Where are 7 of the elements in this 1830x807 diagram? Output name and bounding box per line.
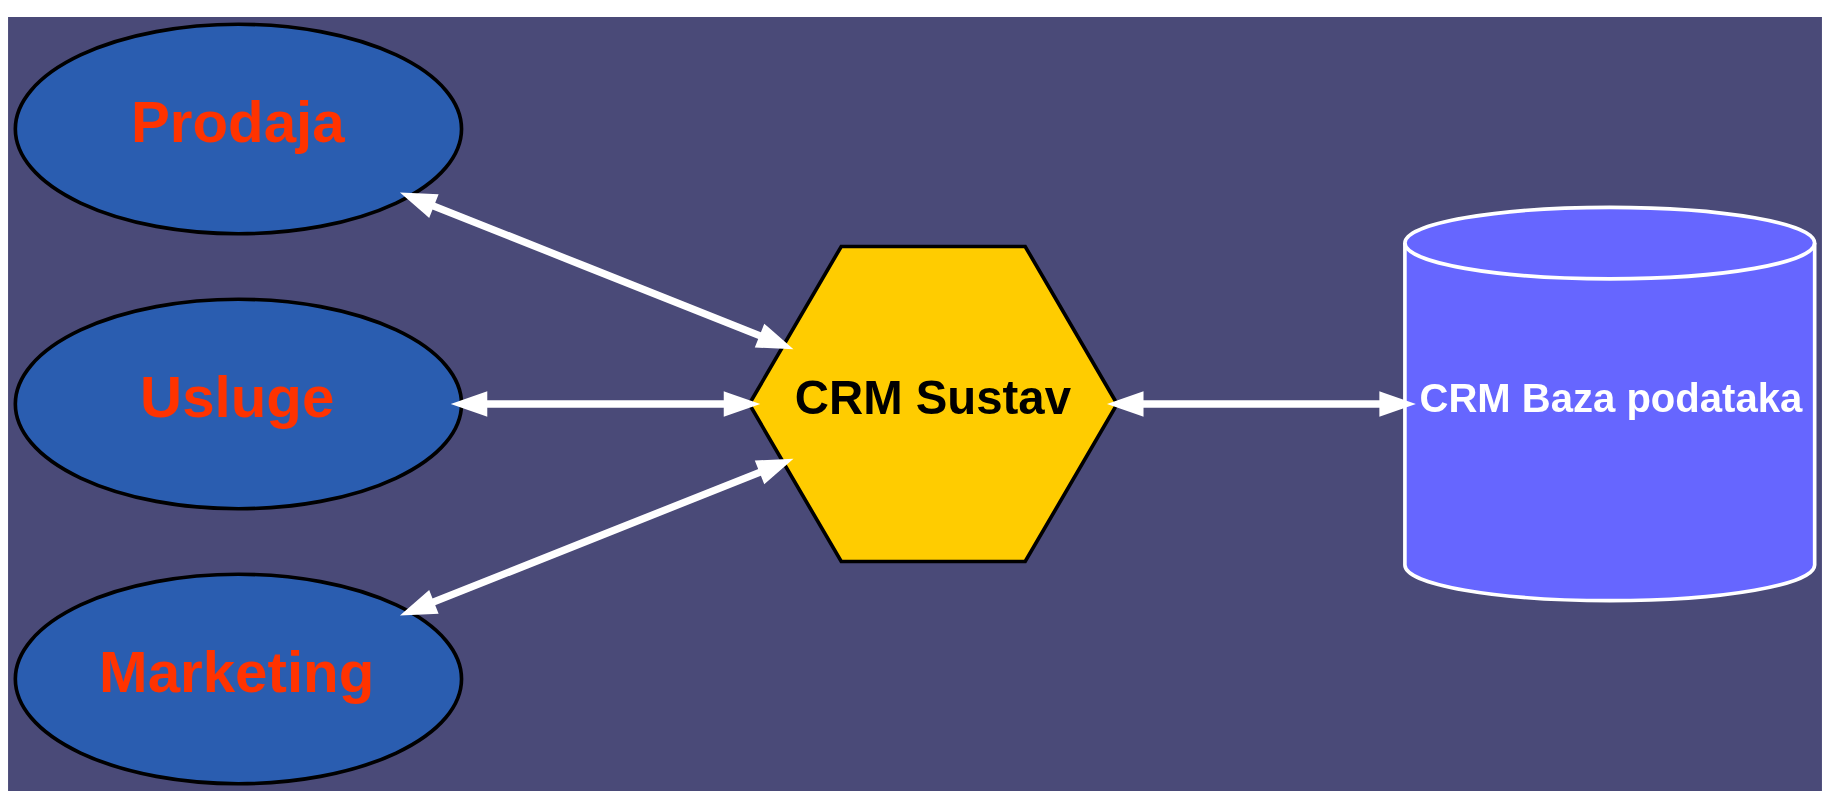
node-ellipse: Prodaja [13, 21, 464, 236]
node-ellipse: Usluge [13, 296, 464, 511]
arrow [450, 390, 761, 417]
node-ellipse: Marketing [13, 571, 464, 786]
arrow [399, 192, 794, 349]
arrow [1107, 390, 1416, 417]
arrow [399, 458, 794, 615]
